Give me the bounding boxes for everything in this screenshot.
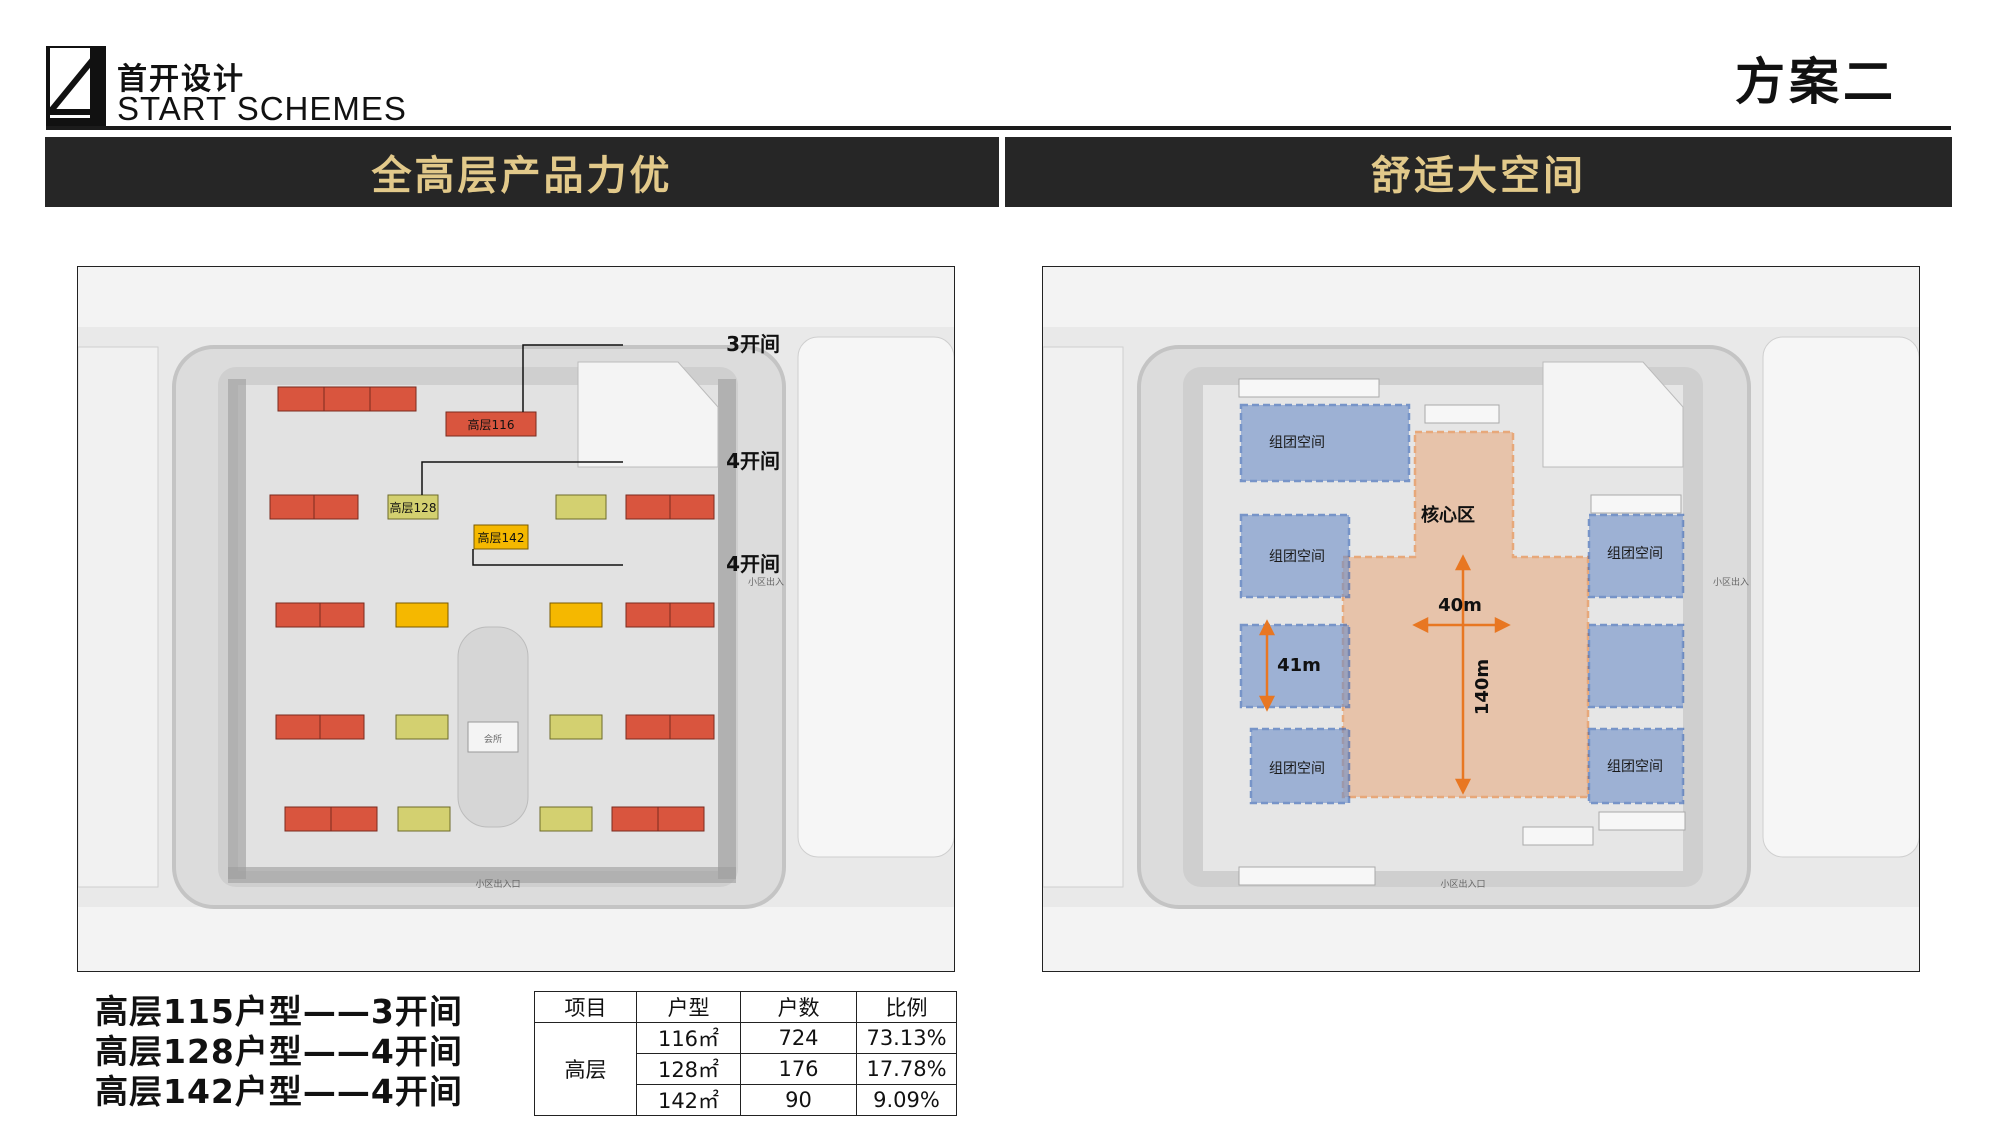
group-space-label-3: 组团空间 [1269,761,1325,777]
site-entry-bottom-label-right: 小区出入口 [1440,878,1485,890]
site-plan-left-drawing: 会所 [78,267,954,971]
dim-40m: 40m [1438,595,1482,616]
site-entry-right-label: 小区出入 [748,576,784,588]
table-cell: 90 [740,1084,857,1116]
group-space-label-2: 组团空间 [1269,549,1325,565]
dim-140m: 140m [1472,659,1493,715]
brand-name-cn: 首开设计 [117,62,245,97]
brand-name-en: START SCHEMES [117,90,407,127]
unit-label-116: 高层116 [468,417,515,432]
callout-3-bay: 3开间 [726,332,780,356]
unit-mix-table: 项目 户型 户数 比例 高层 116㎡ 724 73.13% 128㎡ 176 … [534,991,957,1116]
table-cell: 142㎡ [636,1084,741,1116]
table-row: 128㎡ 176 17.78% [535,1053,957,1085]
table-row: 高层 116㎡ 724 73.13% [534,1022,957,1116]
table-cell: 116㎡ [636,1022,741,1054]
unit-label-128: 高层128 [390,500,437,515]
site-entry-right-label-right: 小区出入 [1713,576,1749,588]
table-cell: 724 [740,1022,857,1054]
legend-line-115: 高层115户型——3开间 [95,992,463,1031]
section-band-right: 舒适大空间 [1005,137,1952,207]
group-space-label-5: 组团空间 [1607,759,1663,775]
dim-41m: 41m [1277,655,1321,676]
group-space-label-4: 组团空间 [1607,546,1663,562]
site-plan-right-drawing: 组团空间 组团空间 组团空间 组团空间 组团空间 核心区 40m 41m 140… [1043,267,1919,971]
clubhouse-label: 会所 [484,733,502,745]
callout-4-bay-b: 4开间 [726,552,780,576]
table-cell: 9.09% [856,1084,957,1116]
table-category-cell: 高层 [534,1022,637,1116]
legend-line-128: 高层128户型——4开间 [95,1032,463,1071]
legend-line-142: 高层142户型——4开间 [95,1072,463,1111]
site-plan-open-space: 组团空间 组团空间 组团空间 组团空间 组团空间 核心区 40m 41m 140… [1042,266,1920,972]
table-row: 142㎡ 90 9.09% [535,1084,957,1116]
section-title-left: 全高层产品力优 [371,153,673,199]
site-plan-unit-types: 会所 [77,266,955,972]
table-header-cell: 户数 [740,991,857,1023]
table-cell: 73.13% [856,1022,957,1054]
table-header-row: 项目 户型 户数 比例 [534,991,957,1023]
group-space-label-1: 组团空间 [1269,435,1325,451]
table-cell: 128㎡ [636,1053,741,1085]
table-cell: 176 [740,1053,857,1085]
section-title-right: 舒适大空间 [1371,153,1586,199]
table-header-cell: 户型 [636,991,741,1023]
section-band-left: 全高层产品力优 [45,137,999,207]
header-rule [46,126,1951,130]
table-header-cell: 项目 [534,991,637,1023]
unit-label-142: 高层142 [478,530,525,545]
callout-4-bay-a: 4开间 [726,449,780,473]
core-zone-label: 核心区 [1421,504,1475,526]
start-schemes-logo [46,46,106,128]
scheme-title: 方案二 [1735,53,1897,111]
site-entry-bottom-label: 小区出入口 [475,878,520,890]
table-header-cell: 比例 [856,991,957,1023]
table-cell: 17.78% [856,1053,957,1085]
